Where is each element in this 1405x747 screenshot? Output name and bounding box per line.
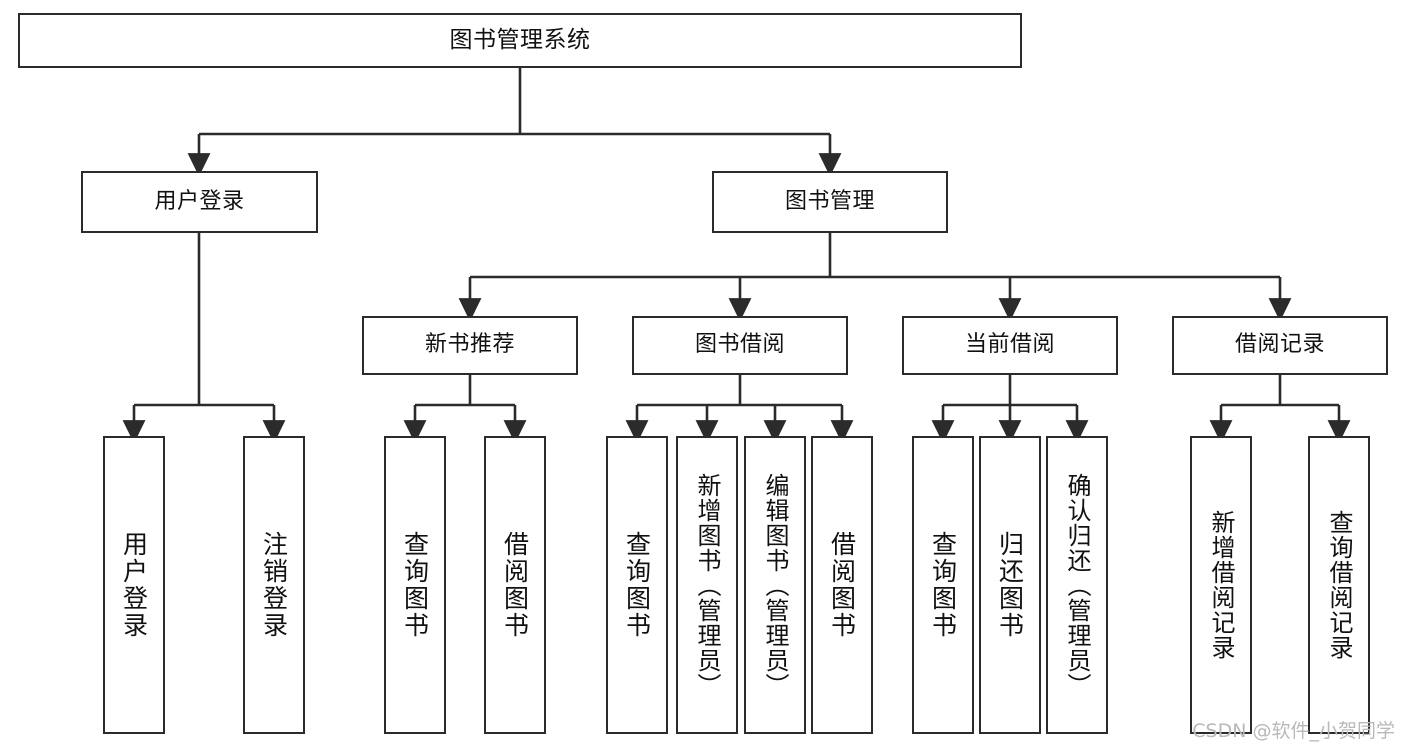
- leaf-record-add-borrow-record[interactable]: 新增借阅记录: [1190, 436, 1252, 734]
- node-label: 新增借阅记录: [1207, 510, 1235, 660]
- node-book-management[interactable]: 图书管理: [712, 171, 948, 233]
- node-user-login[interactable]: 用户登录: [81, 171, 318, 233]
- node-label: 借阅图书: [827, 531, 857, 639]
- node-label: 借阅记录: [1234, 332, 1325, 358]
- leaf-borrow-query-book[interactable]: 查询图书: [606, 436, 668, 734]
- leaf-new-book-query-book[interactable]: 查询图书: [384, 436, 446, 734]
- node-label: 查询图书: [622, 531, 652, 639]
- leaf-user-login-login[interactable]: 用户登录: [103, 436, 165, 734]
- node-borrowing-records[interactable]: 借阅记录: [1172, 316, 1388, 375]
- node-current-borrowing[interactable]: 当前借阅: [902, 316, 1118, 375]
- leaf-borrow-add-book-admin[interactable]: 新增图书（管理员）: [676, 436, 738, 734]
- leaf-current-return-book[interactable]: 归还图书: [979, 436, 1041, 734]
- node-book-borrowing[interactable]: 图书借阅: [632, 316, 848, 375]
- node-label: 图书管理系统: [449, 26, 591, 53]
- node-label: 确认归还（管理员）: [1063, 472, 1091, 698]
- csdn-watermark: CSDN @软件_小贺同学: [1192, 720, 1395, 742]
- leaf-current-confirm-return-admin[interactable]: 确认归还（管理员）: [1046, 436, 1108, 734]
- node-label: 查询图书: [928, 531, 958, 639]
- leaf-borrow-edit-book-admin[interactable]: 编辑图书（管理员）: [744, 436, 806, 734]
- leaf-user-login-logout[interactable]: 注销登录: [243, 436, 305, 734]
- node-label: 查询借阅记录: [1325, 510, 1353, 660]
- node-label: 编辑图书（管理员）: [761, 472, 789, 698]
- leaf-current-query-book[interactable]: 查询图书: [912, 436, 974, 734]
- node-label: 用户登录: [119, 531, 149, 639]
- node-label: 新书推荐: [424, 332, 515, 358]
- node-label: 新增图书（管理员）: [693, 472, 721, 698]
- node-new-book-recommendation[interactable]: 新书推荐: [362, 316, 578, 375]
- node-root-book-management-system[interactable]: 图书管理系统: [18, 13, 1022, 68]
- node-label: 图书管理: [784, 188, 875, 214]
- node-label: 借阅图书: [500, 531, 530, 639]
- node-label: 查询图书: [400, 531, 430, 639]
- leaf-new-book-borrow-book[interactable]: 借阅图书: [484, 436, 546, 734]
- node-label: 归还图书: [995, 531, 1025, 639]
- leaf-record-query-borrow-record[interactable]: 查询借阅记录: [1308, 436, 1370, 734]
- node-label: 用户登录: [154, 188, 245, 214]
- node-label: 注销登录: [259, 531, 289, 639]
- leaf-borrow-borrow-book[interactable]: 借阅图书: [811, 436, 873, 734]
- node-label: 当前借阅: [964, 332, 1055, 358]
- node-label: 图书借阅: [694, 332, 785, 358]
